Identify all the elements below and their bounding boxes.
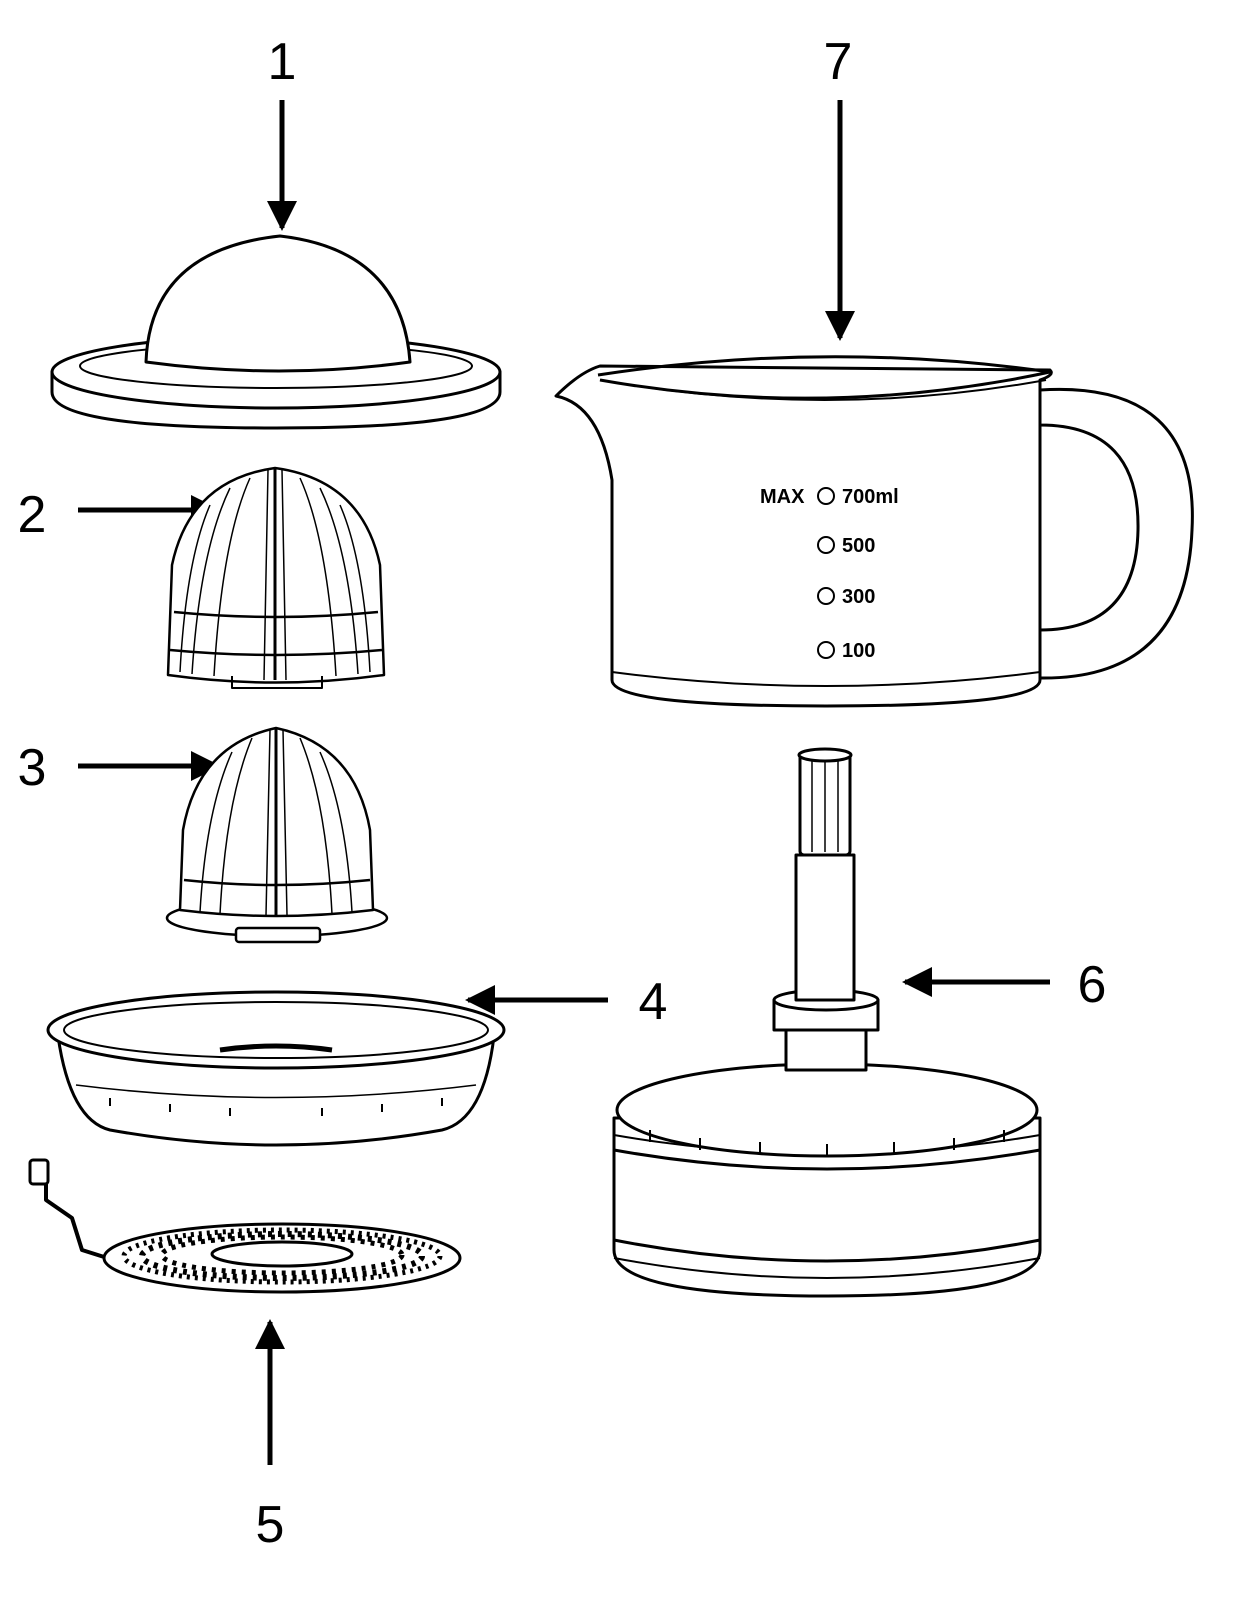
motor-base-with-spindle — [612, 747, 1042, 1298]
filter-sieve — [28, 1158, 462, 1294]
callout-3-label: 3 — [17, 739, 47, 797]
callout-1-label: 1 — [267, 33, 297, 91]
juicer-lid — [50, 234, 502, 430]
callout-2-label: 2 — [17, 486, 47, 544]
measuring-jug: MAX 700ml 500 300 100 — [554, 355, 1194, 708]
jug-mark-dot-100 — [817, 641, 835, 659]
callout-6-label: 6 — [1077, 956, 1107, 1014]
jug-mark-500-label: 500 — [842, 535, 875, 557]
callout-4-label: 4 — [638, 973, 668, 1031]
jug-mark-300-label: 300 — [842, 586, 875, 608]
jug-max-label: MAX — [760, 486, 805, 508]
jug-mark-dot-500 — [817, 536, 835, 554]
callout-7-label: 7 — [823, 33, 853, 91]
juice-bowl — [46, 990, 506, 1147]
small-cone — [165, 726, 389, 944]
large-cone — [166, 466, 386, 689]
callout-5-label: 5 — [255, 1496, 285, 1554]
jug-mark-700-label: 700ml — [842, 486, 899, 508]
jug-mark-dot-300 — [817, 587, 835, 605]
jug-mark-dot-700 — [817, 487, 835, 505]
jug-mark-100-label: 100 — [842, 640, 875, 662]
